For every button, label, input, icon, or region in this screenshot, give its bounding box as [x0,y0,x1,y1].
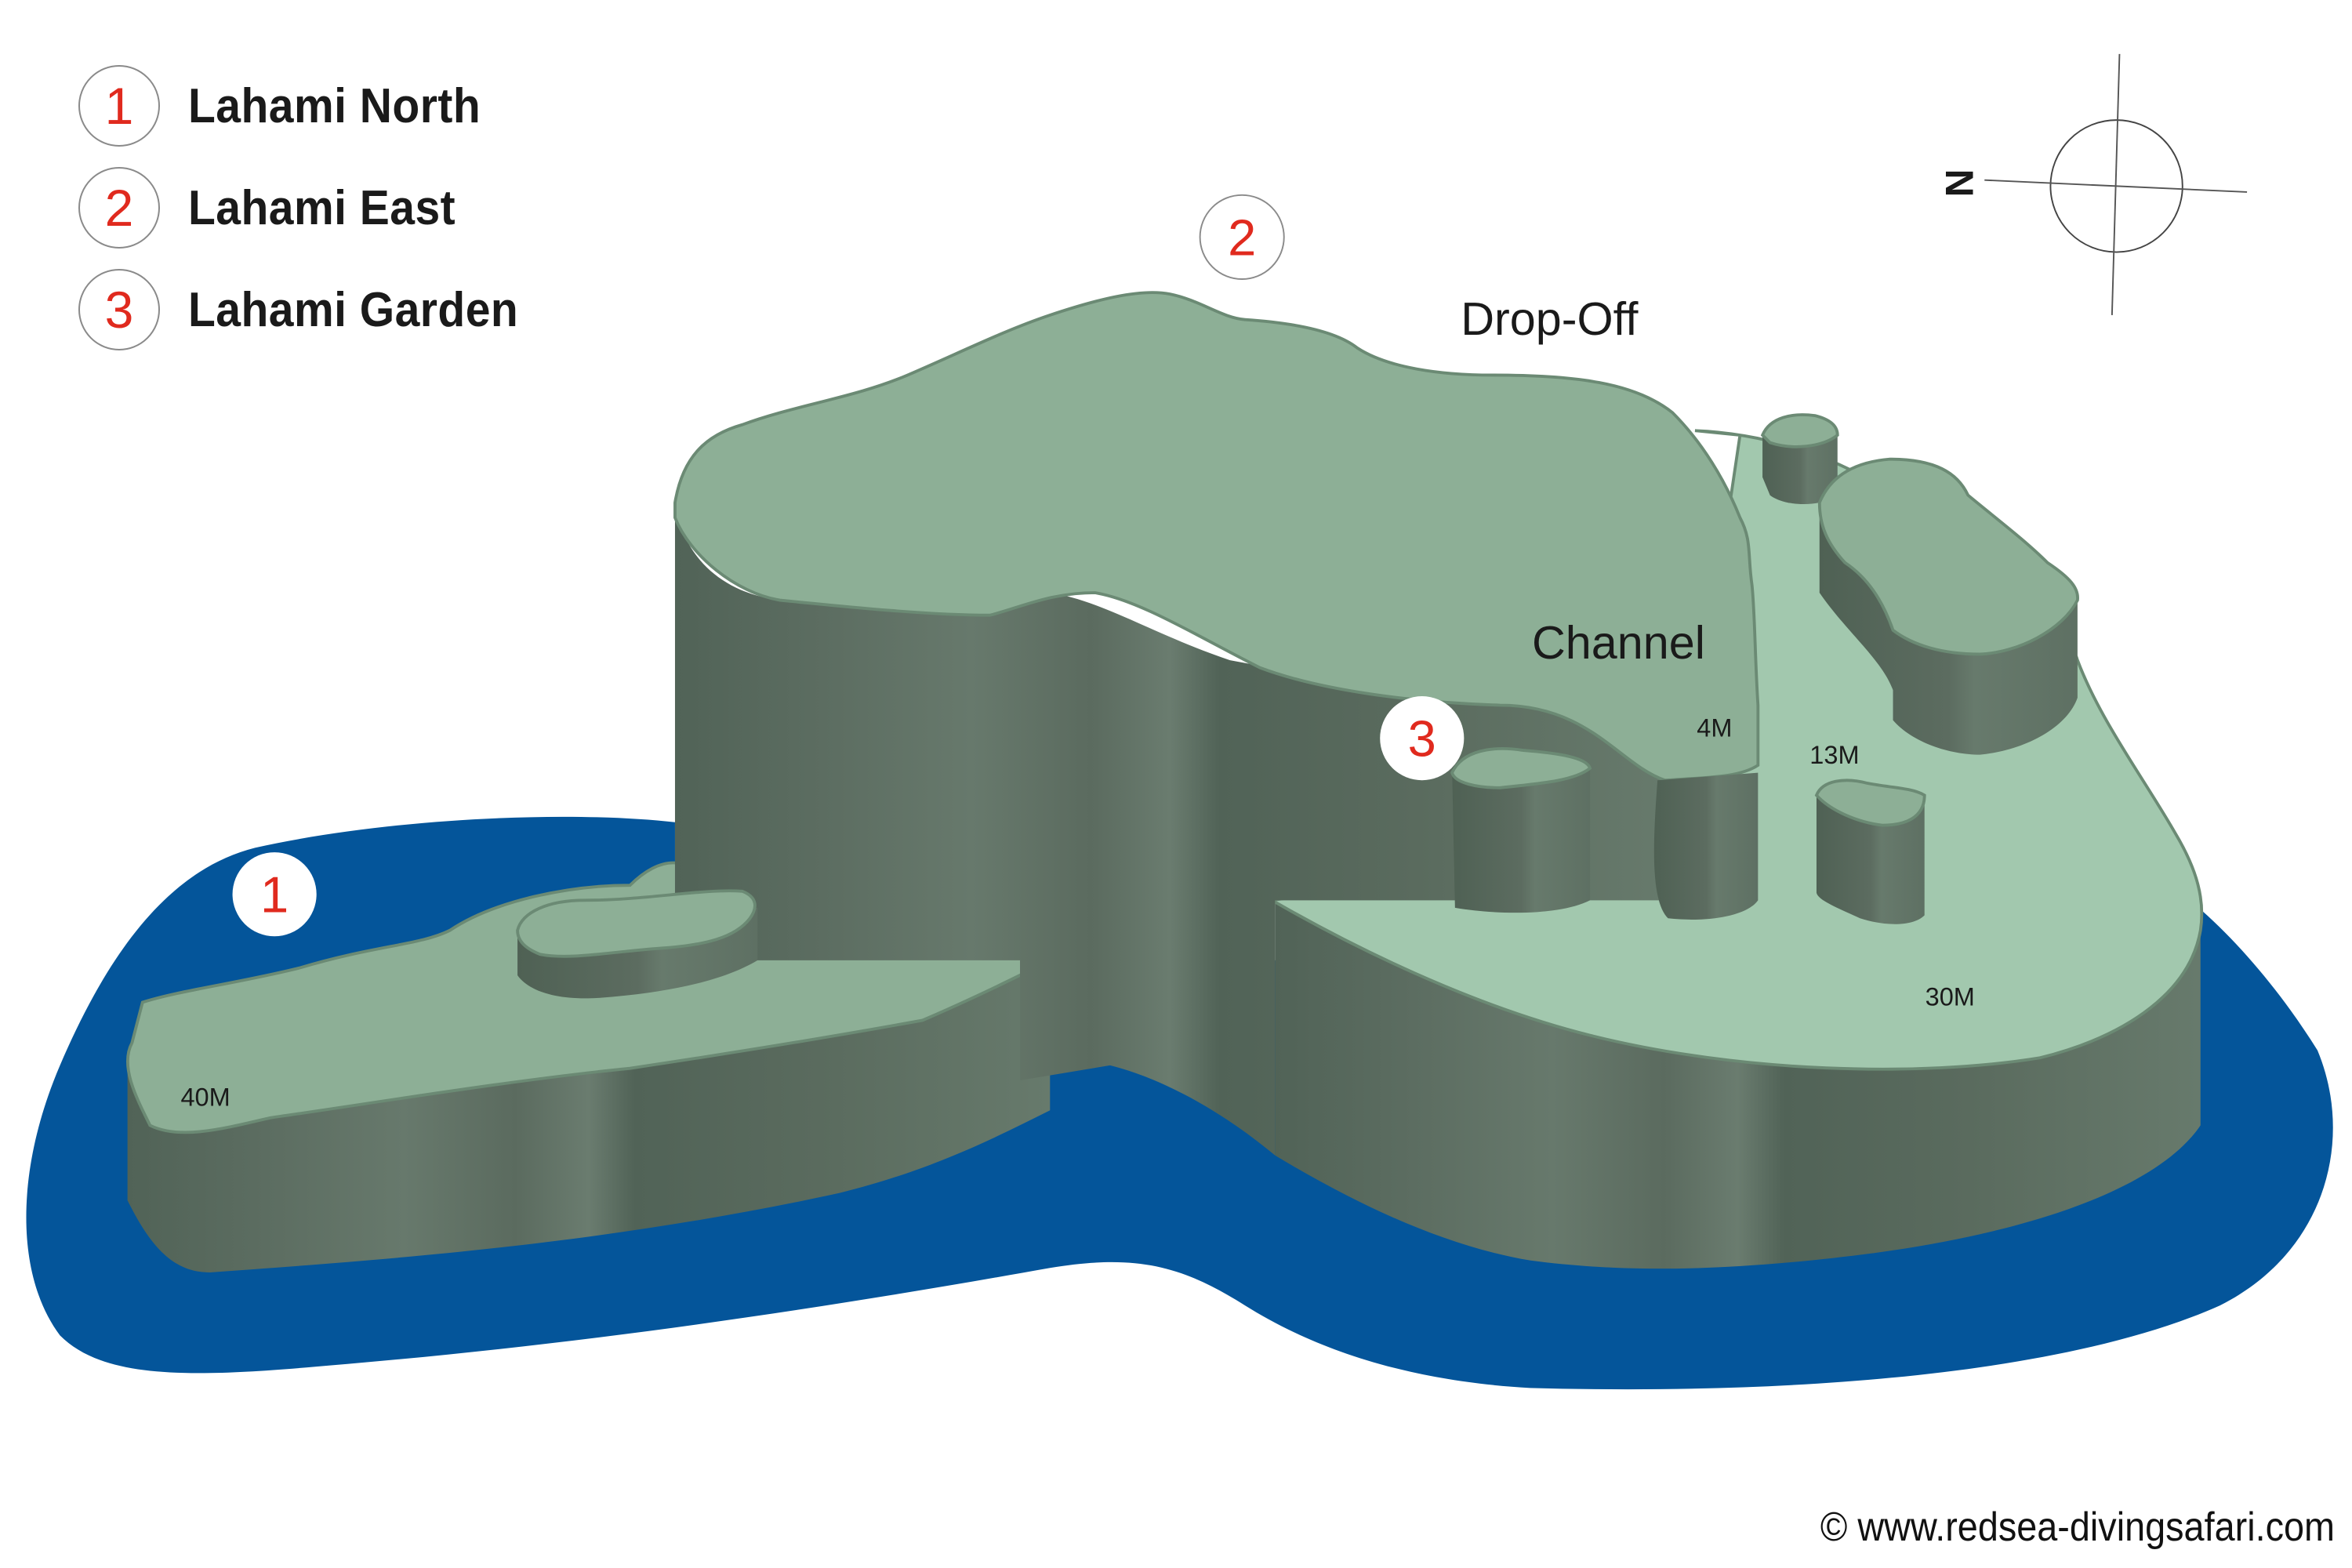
depth-label-40m: 40M [180,1083,230,1112]
garden-pinnacle-top [1450,747,1592,789]
legend-number-badge: 2 [78,167,160,249]
legend-number-badge: 3 [78,269,160,350]
marker-number: 1 [260,866,289,924]
legend-item-lahami-garden[interactable]: 3 Lahami Garden [78,259,547,361]
compass-icon: N [1937,53,2248,315]
marker-lahami-north[interactable]: 1 [232,852,317,937]
marker-lahami-east[interactable]: 2 [1199,194,1285,280]
pinnacle-13m-top [1814,779,1926,827]
copyright-link[interactable]: © www.redsea-divingsafari.com [1820,1504,2335,1550]
pinnacle-13m-wall [1816,795,1925,924]
north-pinnacle-top [1760,413,1839,448]
reef-4m-wall [1653,772,1759,920]
legend-label: Lahami North [188,78,481,133]
label-drop-off: Drop-Off [1461,292,1639,345]
legend-label: Lahami East [188,180,456,235]
legend-item-lahami-east[interactable]: 2 Lahami East [78,157,547,259]
legend-number-badge: 1 [78,65,160,147]
north-pinnacle-wall [1762,435,1838,505]
legend-label: Lahami Garden [188,282,519,337]
label-channel: Channel [1532,616,1705,669]
depth-label-13m: 13M [1809,741,1859,769]
marker-number: 2 [1228,209,1256,266]
main-reef-wall [674,503,1665,1156]
depth-label-30m: 30M [1926,982,1975,1011]
compass-north-label: N [1937,169,1981,198]
depth-label-4m: 4M [1697,714,1732,742]
legend-item-lahami-north[interactable]: 1 Lahami North [78,55,547,157]
west-pinnacle-top [516,889,757,958]
legend: 1 Lahami North 2 Lahami East 3 Lahami Ga… [78,55,547,361]
marker-lahami-garden[interactable]: 3 [1380,696,1465,781]
marker-number: 3 [1408,710,1436,768]
large-pinnacle-top [1817,457,2079,656]
garden-pinnacle-wall [1452,765,1591,913]
main-reef-top [673,291,1760,782]
